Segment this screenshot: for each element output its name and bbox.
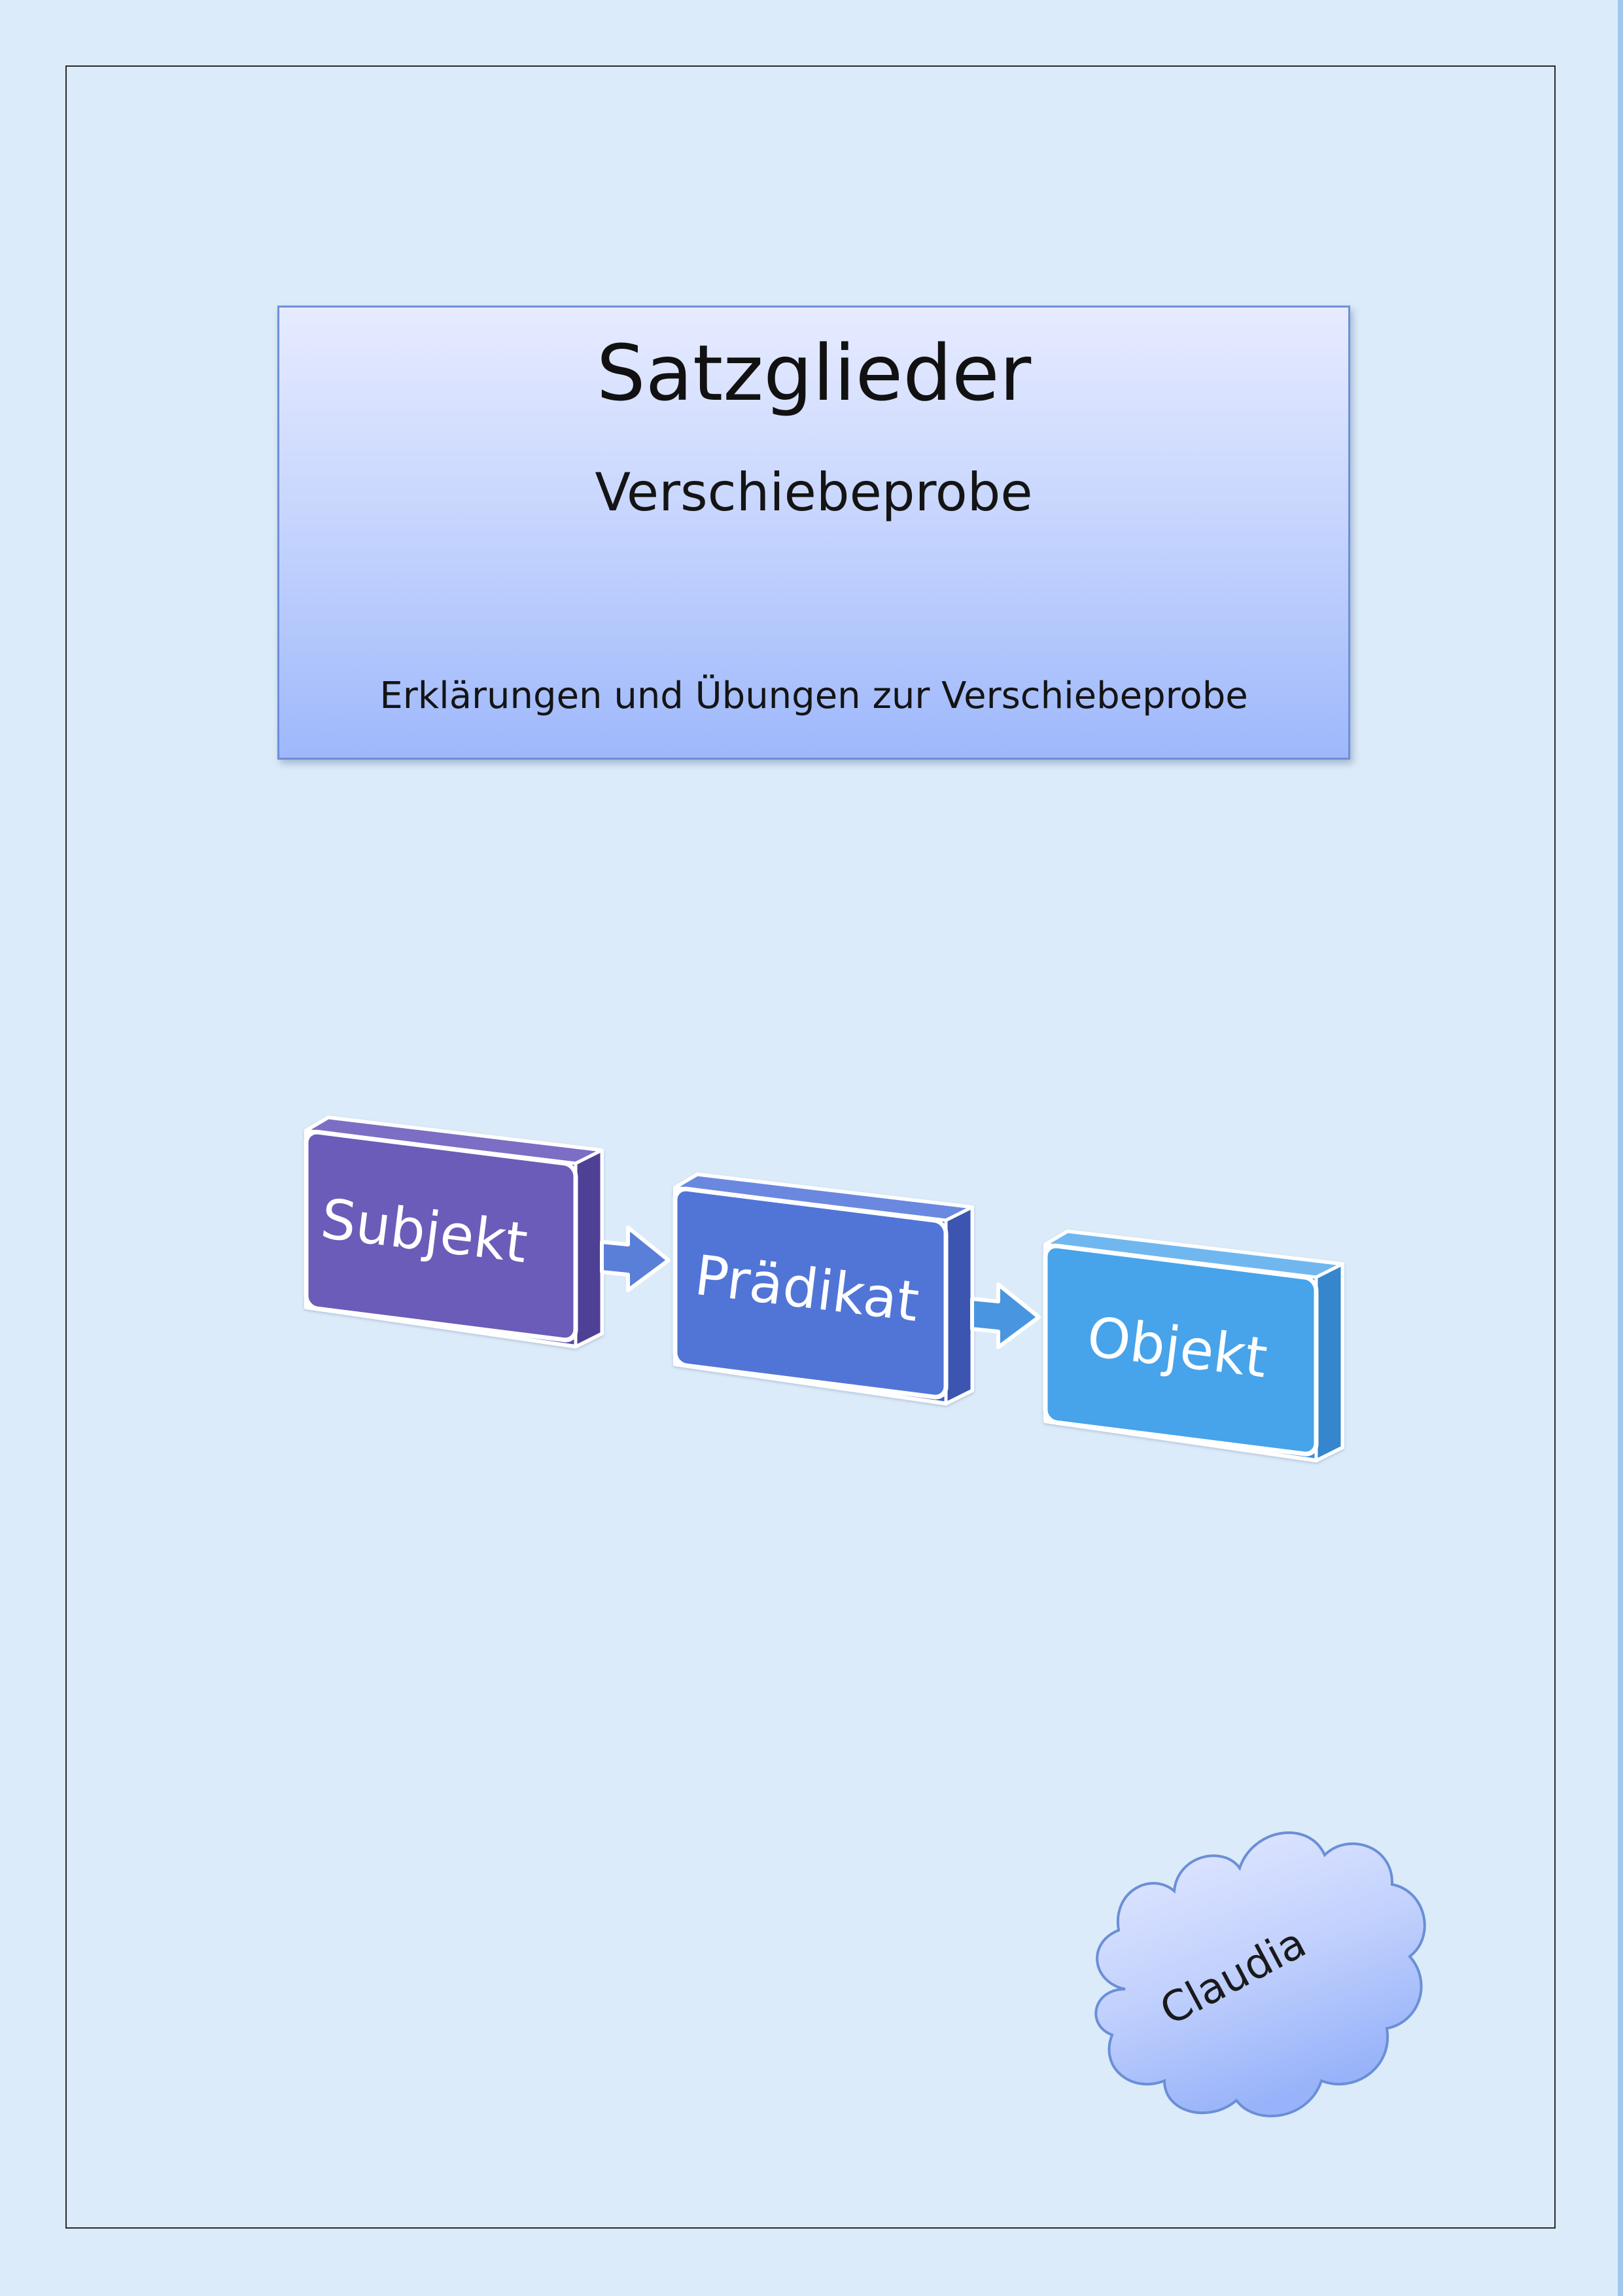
cloud-icon bbox=[1094, 1831, 1426, 2117]
page-description: Erklärungen und Übungen zur Verschiebepr… bbox=[379, 675, 1248, 717]
diagram-node-objekt: Objekt bbox=[1043, 1229, 1344, 1462]
page-title: Satzglieder bbox=[596, 328, 1032, 418]
author-cloud: Claudia bbox=[1094, 1831, 1426, 2117]
page-subtitle: Verschiebeprobe bbox=[595, 462, 1033, 523]
page-edge-strip bbox=[1618, 0, 1623, 2296]
diagram-node-praedikat: Prädikat bbox=[672, 1173, 974, 1405]
diagram-node-subjekt: Subjekt bbox=[304, 1116, 604, 1349]
right-arrow-icon bbox=[600, 1226, 671, 1292]
right-arrow-icon bbox=[970, 1282, 1041, 1349]
page-frame bbox=[65, 65, 1556, 2229]
sentence-parts-diagram: Subjekt Prädikat Objekt bbox=[304, 1116, 1344, 1462]
title-box: Satzglieder Verschiebeprobe Erklärungen … bbox=[277, 306, 1350, 760]
